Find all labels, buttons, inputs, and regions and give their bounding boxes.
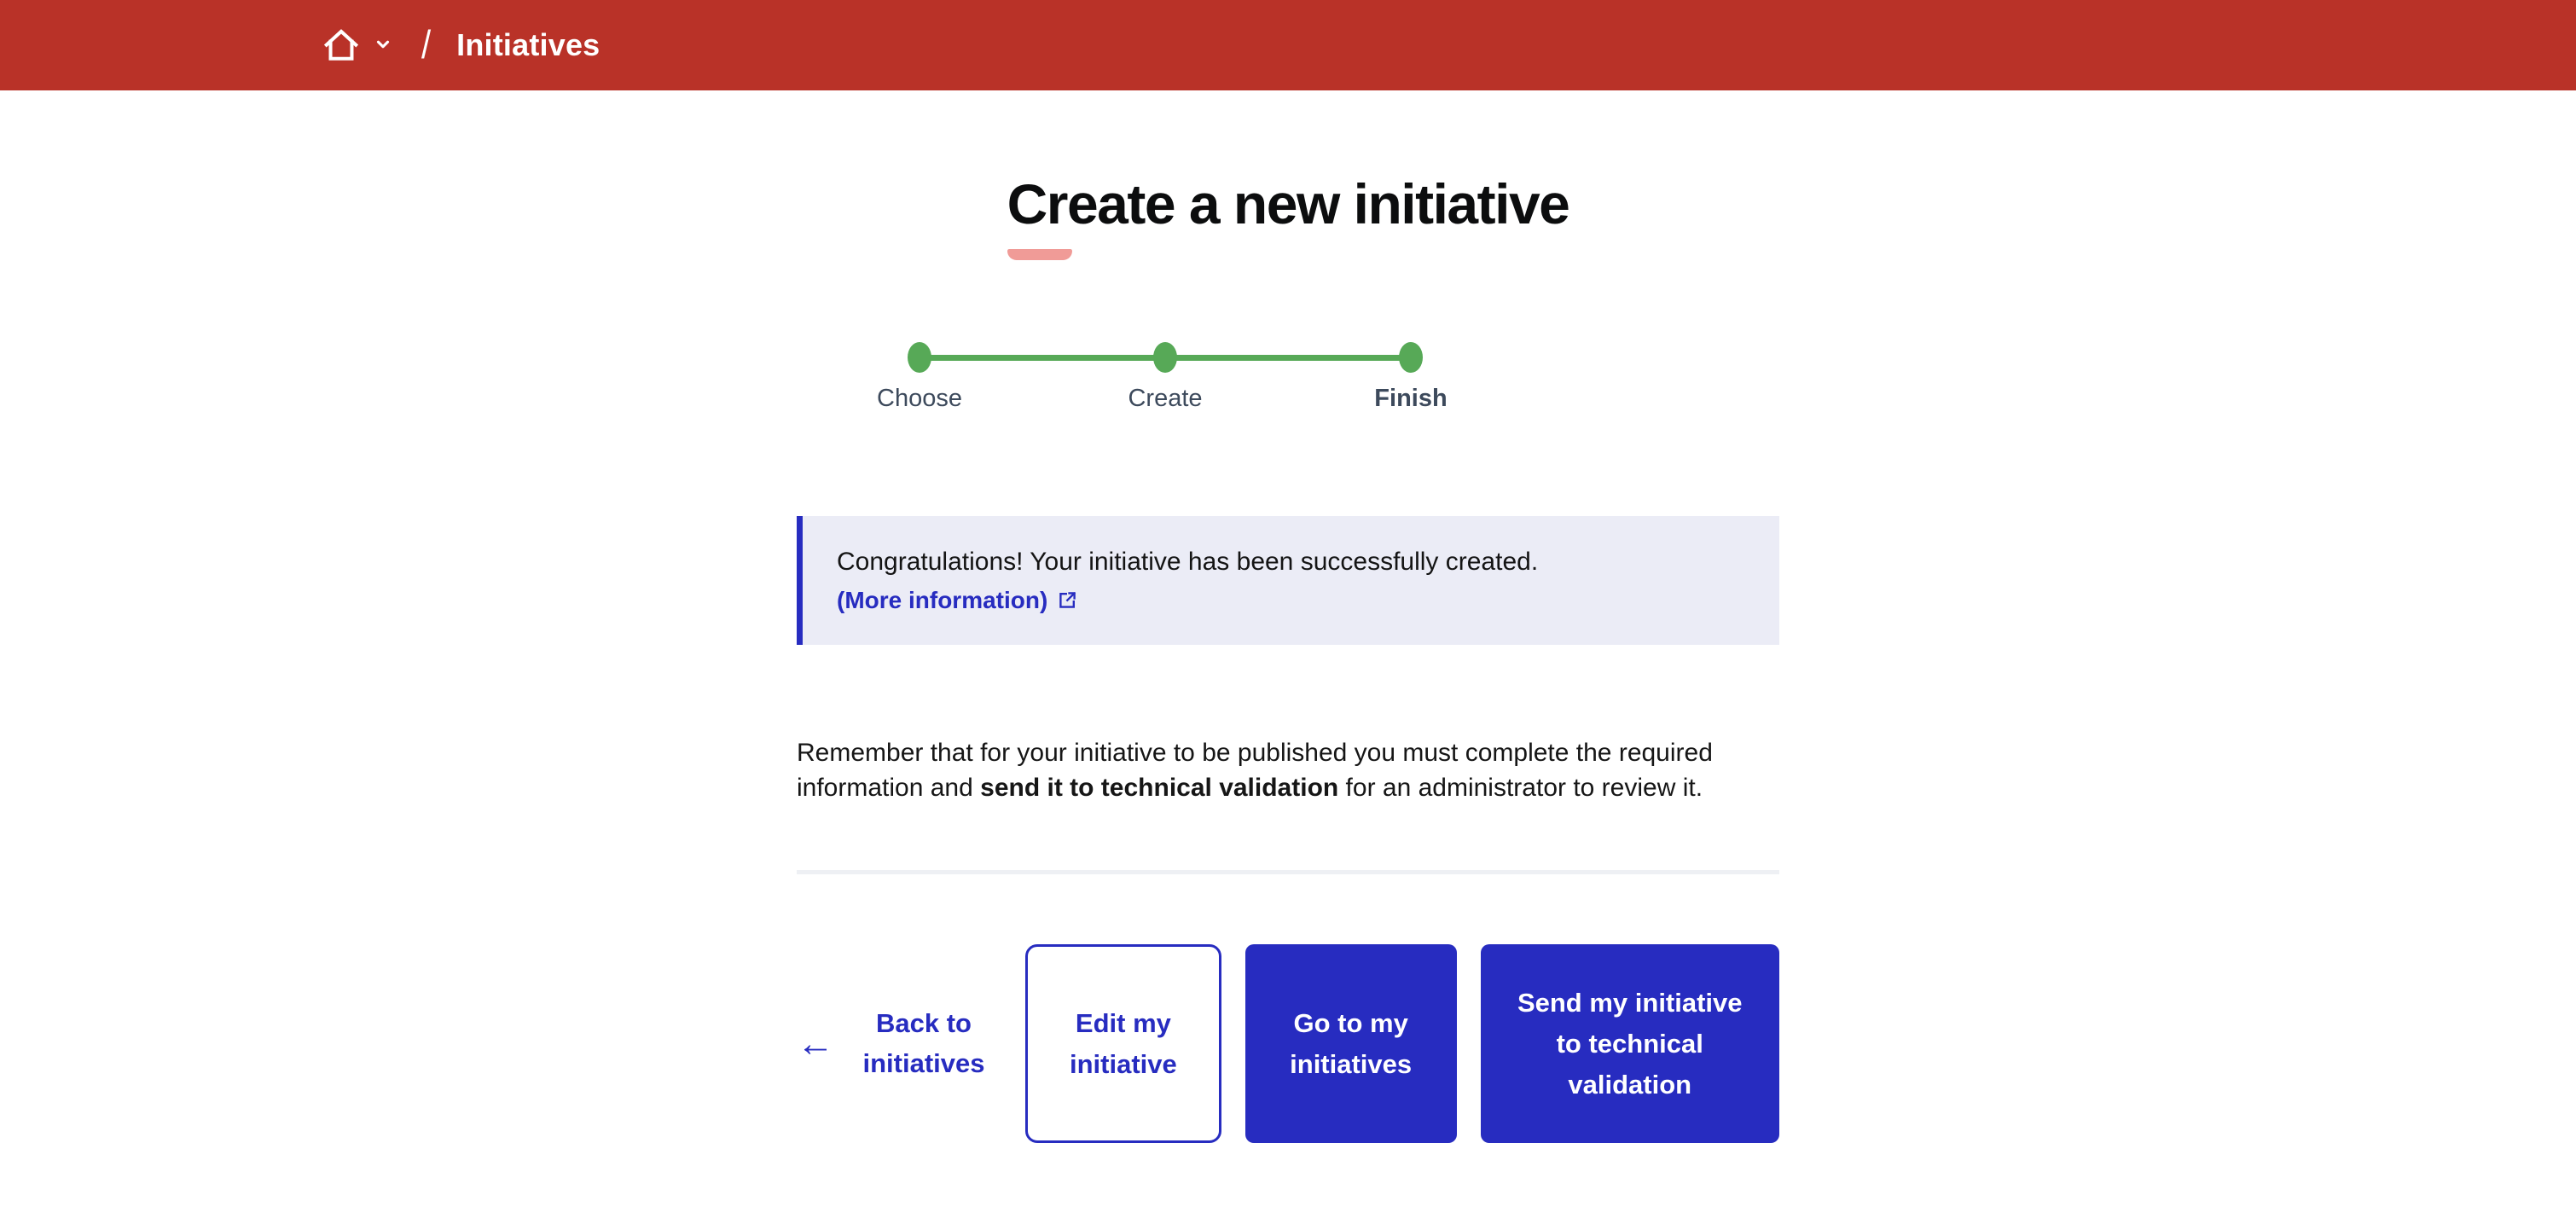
external-link-icon <box>1056 589 1079 612</box>
section-divider <box>797 870 1779 875</box>
home-icon <box>322 26 360 64</box>
go-to-my-initiatives-button[interactable]: Go to my initiatives <box>1244 944 1457 1144</box>
breadcrumb-dropdown-toggle[interactable] <box>374 35 392 56</box>
wizard-step-choose: Choose <box>797 341 1042 413</box>
back-to-initiatives-label: Back to initiatives <box>862 1008 985 1078</box>
more-information-link[interactable]: (More information) <box>837 583 1079 617</box>
wizard-step-finish: Finish <box>1288 341 1534 413</box>
send-to-technical-validation-button[interactable]: Send my initiative to technical validati… <box>1480 944 1779 1144</box>
step-label-create: Create <box>1128 384 1203 412</box>
alert-message: Congratulations! Your initiative has bee… <box>837 547 1539 576</box>
reminder-text-bold: send it to technical validation <box>980 774 1339 803</box>
chevron-down-icon <box>374 35 392 56</box>
title-wrap: Create a new initiative <box>797 172 1779 260</box>
wizard-step-create: Create <box>1042 341 1288 413</box>
stepper-steps: Choose Create Finish <box>797 341 1779 413</box>
success-alert: Congratulations! Your initiative has bee… <box>797 515 1779 646</box>
page-title: Create a new initiative <box>1007 172 1570 260</box>
step-label-finish: Finish <box>1374 384 1448 412</box>
breadcrumb-separator: / <box>421 23 432 67</box>
breadcrumb: / Initiatives <box>322 23 600 67</box>
main-content: Create a new initiative Choose Create Fi… <box>797 172 1779 1144</box>
reminder-text-start: Remember that for your initiative to be … <box>797 739 1713 803</box>
edit-my-initiative-button[interactable]: Edit my initiative <box>1025 944 1221 1144</box>
step-dot-choose <box>908 341 931 373</box>
step-label-choose: Choose <box>877 384 962 412</box>
more-information-label: (More information) <box>837 586 1048 613</box>
action-buttons-row: ← Back to initiatives Edit my initiative… <box>797 944 1779 1144</box>
step-dot-create <box>1153 341 1177 373</box>
top-navbar: / Initiatives <box>0 0 2576 90</box>
step-dot-finish <box>1399 341 1423 373</box>
back-to-initiatives-link[interactable]: ← Back to initiatives <box>797 1004 1001 1083</box>
left-arrow-icon: ← <box>797 1022 834 1065</box>
breadcrumb-item-initiatives[interactable]: Initiatives <box>456 27 600 62</box>
reminder-text: Remember that for your initiative to be … <box>797 735 1779 805</box>
wizard-stepper: Choose Create Finish <box>797 341 1779 427</box>
home-link[interactable] <box>322 26 360 64</box>
reminder-text-end: for an administrator to review it. <box>1338 774 1703 803</box>
